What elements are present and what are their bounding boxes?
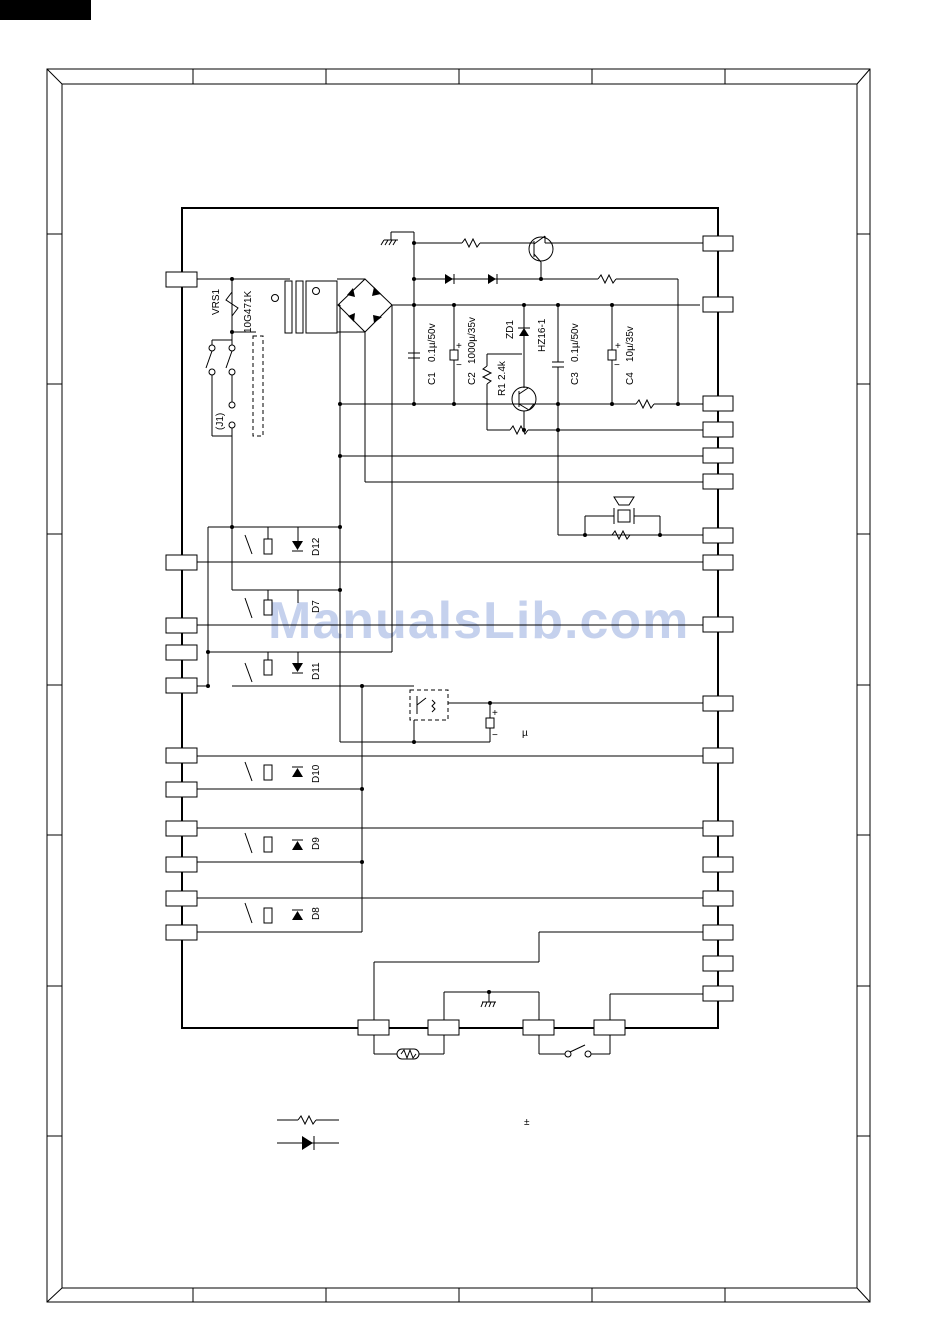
zd1-label: ZD1 [505,320,516,339]
d12-label: D12 [311,537,322,556]
zd1-value: HZ16-1 [537,318,548,352]
c4-plus-mark: + [615,341,621,352]
c2-minus-mark: − [456,360,462,371]
c2-label: C2 [467,372,478,385]
vrs1-label: VRS1 [211,288,222,315]
vrs1-value: 10G471K [243,290,254,333]
r1-value: 2.4k [497,360,508,380]
c4-minus-mark: − [614,360,620,371]
watermark: ManualsLib.com [268,592,689,650]
bottom-section [374,932,703,1059]
c2-plus-mark: + [456,341,462,352]
jumper-label: (J1) [215,413,226,430]
c3-value: 0.1µ/50v [570,323,581,362]
r1-label: R1 [497,383,508,396]
legend [277,1116,339,1150]
d9-label: D9 [311,837,322,850]
plus-minus-mark: ± [524,1117,530,1128]
micro-mark: µ [522,728,528,739]
d8-label: D8 [311,907,322,920]
d11-label: D11 [311,662,322,680]
c1-label: C1 [427,372,438,385]
c4-value: 10µ/35v [625,326,636,362]
c3-label: C3 [570,372,581,385]
c1-value: 0.1µ/50v [427,323,438,362]
cap-plus-mark: + [492,708,498,719]
d10-label: D10 [311,764,322,783]
regulator-section [338,232,703,539]
c2-value: 1000µ/35v [467,317,478,364]
cap-minus-mark: − [492,730,498,741]
c4-label: C4 [625,372,636,385]
d7-label: D7 [311,600,322,613]
